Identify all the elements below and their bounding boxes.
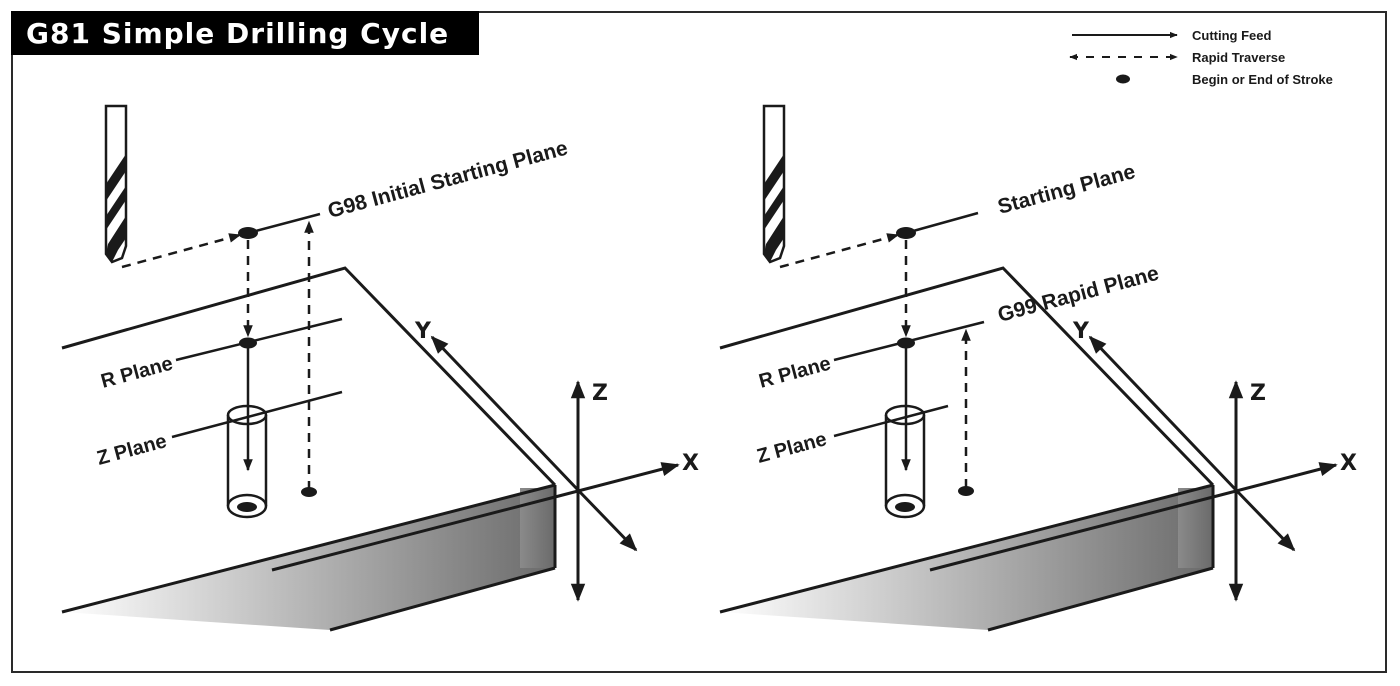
starting-plane-line [905, 211, 979, 235]
label-z-plane: Z Plane [755, 428, 829, 468]
stroke-point [958, 486, 974, 496]
axis-label-x: X [682, 451, 699, 476]
axis-label-x: X [1340, 451, 1357, 476]
legend-dot-icon [1116, 74, 1130, 84]
stroke-point [301, 487, 317, 497]
initial-plane-line [247, 212, 321, 235]
left-panel-g98: Z X Y G98 Initial Starting Plane R Plane… [60, 104, 699, 632]
rapid-approach-path [121, 233, 242, 269]
legend: Cutting Feed Rapid Traverse Begin or End… [1069, 28, 1333, 87]
legend-stroke-point: Begin or End of Stroke [1192, 72, 1333, 87]
axis-label-z: Z [592, 381, 608, 406]
diagram-title: G81 Simple Drilling Cycle [11, 11, 479, 55]
legend-rapid-traverse: Rapid Traverse [1192, 50, 1285, 65]
r-plane-line [175, 317, 343, 362]
title-text: G81 Simple Drilling Cycle [26, 16, 450, 50]
label-g98-initial-plane: G98 Initial Starting Plane [325, 137, 570, 223]
legend-cutting-feed: Cutting Feed [1192, 28, 1271, 43]
stroke-point [896, 227, 916, 239]
right-panel-g99: Z X Y Starting Plane G99 Rapid Plane R P… [718, 104, 1357, 632]
axis-label-z: Z [1250, 381, 1266, 406]
diagram-frame [11, 11, 1387, 673]
axis-label-y: Y [1072, 319, 1090, 344]
drill-icon [104, 104, 128, 264]
rapid-approach-path [779, 233, 900, 269]
label-g99-rapid-plane: G99 Rapid Plane [995, 262, 1161, 327]
z-plane-line [833, 404, 949, 438]
label-r-plane: R Plane [757, 353, 834, 393]
drill-icon [762, 104, 786, 264]
stroke-point [238, 227, 258, 239]
z-plane-line [171, 390, 343, 439]
label-r-plane: R Plane [99, 353, 176, 393]
axis-label-y: Y [414, 319, 432, 344]
label-z-plane: Z Plane [95, 430, 169, 470]
label-starting-plane: Starting Plane [995, 160, 1137, 219]
